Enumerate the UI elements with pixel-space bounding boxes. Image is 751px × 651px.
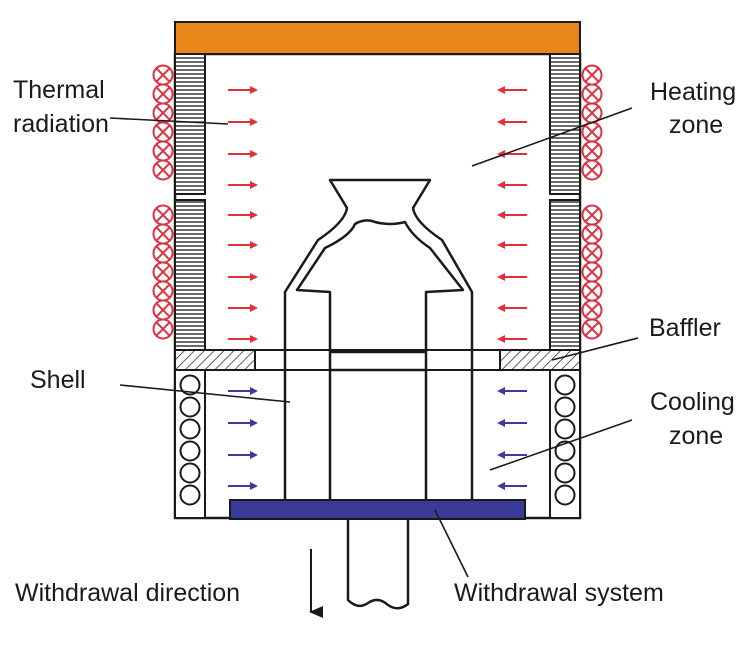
heater-wall-right-lower bbox=[549, 199, 581, 351]
label-heating-zone: zone bbox=[669, 111, 723, 139]
cooling-coil-icon bbox=[179, 418, 201, 440]
shell-inner bbox=[295, 219, 465, 500]
cooling-coil-icon bbox=[179, 462, 201, 484]
cool-arrows bbox=[228, 387, 527, 490]
heating-coil-icon bbox=[152, 318, 174, 340]
label-cooling-zone: zone bbox=[669, 422, 723, 450]
leader-baffler bbox=[551, 337, 639, 361]
heating-coil-icon bbox=[152, 242, 174, 264]
cooling-coil-icon bbox=[554, 484, 576, 506]
withdrawal-rod bbox=[346, 519, 410, 610]
heating-coil-icon bbox=[152, 140, 174, 162]
shell-mould bbox=[283, 178, 474, 500]
heating-coil-icon bbox=[581, 64, 603, 86]
cooling-coils bbox=[179, 374, 576, 506]
heating-coil-icon bbox=[152, 83, 174, 105]
heating-coil-icon bbox=[581, 318, 603, 340]
chill-plate bbox=[229, 499, 526, 520]
leader-withdrawal-system bbox=[434, 509, 469, 578]
label-shell: Shell bbox=[30, 366, 86, 394]
cooling-coil-icon bbox=[554, 396, 576, 418]
heating-coil-icon bbox=[152, 159, 174, 181]
heating-coil-icon bbox=[581, 223, 603, 245]
heater-wall-left-upper bbox=[174, 53, 206, 195]
cooling-coil-icon bbox=[179, 396, 201, 418]
label-radiation: radiation bbox=[13, 110, 109, 138]
leader-cooling-zone bbox=[489, 419, 633, 471]
heating-coil-icon bbox=[152, 299, 174, 321]
label-heating: Heating bbox=[650, 78, 736, 106]
heating-coil-icon bbox=[152, 223, 174, 245]
heating-coil-icon bbox=[152, 121, 174, 143]
cooling-coil-icon bbox=[179, 484, 201, 506]
label-baffler: Baffler bbox=[649, 314, 721, 342]
label-cooling: Cooling bbox=[650, 388, 735, 416]
heating-coil-icon bbox=[581, 83, 603, 105]
heating-coil-icon bbox=[581, 204, 603, 226]
leader-shell bbox=[119, 384, 291, 403]
heater-wall-left-lower bbox=[174, 199, 206, 351]
cooling-coil-icon bbox=[554, 418, 576, 440]
heating-coil-icon bbox=[581, 140, 603, 162]
top-plate bbox=[174, 21, 581, 55]
heating-coil-icon bbox=[581, 242, 603, 264]
label-withdrawal-direction: Withdrawal direction bbox=[15, 579, 240, 607]
heating-coil-icon bbox=[152, 280, 174, 302]
heating-coil-icon bbox=[152, 102, 174, 124]
heating-coil-icon bbox=[581, 299, 603, 321]
heating-coils bbox=[152, 64, 603, 340]
baffle-hatch-right bbox=[499, 349, 581, 371]
heating-coil-icon bbox=[152, 64, 174, 86]
label-thermal: Thermal bbox=[13, 76, 105, 104]
leader-thermal-radiation bbox=[109, 117, 229, 125]
cooling-coil-icon bbox=[179, 374, 201, 396]
heater-wall-right-upper bbox=[549, 53, 581, 195]
baffle-hatch-left bbox=[174, 349, 256, 371]
heating-coil-icon bbox=[152, 204, 174, 226]
leader-heating-zone bbox=[471, 107, 633, 167]
heating-coil-icon bbox=[152, 261, 174, 283]
cooling-coil-icon bbox=[554, 440, 576, 462]
furnace-outline bbox=[173, 52, 582, 520]
heating-coil-icon bbox=[581, 261, 603, 283]
cooling-coil-icon bbox=[179, 440, 201, 462]
heating-coil-icon bbox=[581, 280, 603, 302]
cooling-coil-icon bbox=[554, 374, 576, 396]
label-withdrawal-system: Withdrawal system bbox=[454, 579, 664, 607]
heat-arrows bbox=[228, 86, 527, 343]
cooling-coil-icon bbox=[554, 462, 576, 484]
heating-coil-icon bbox=[581, 159, 603, 181]
shell-outer bbox=[283, 178, 474, 500]
